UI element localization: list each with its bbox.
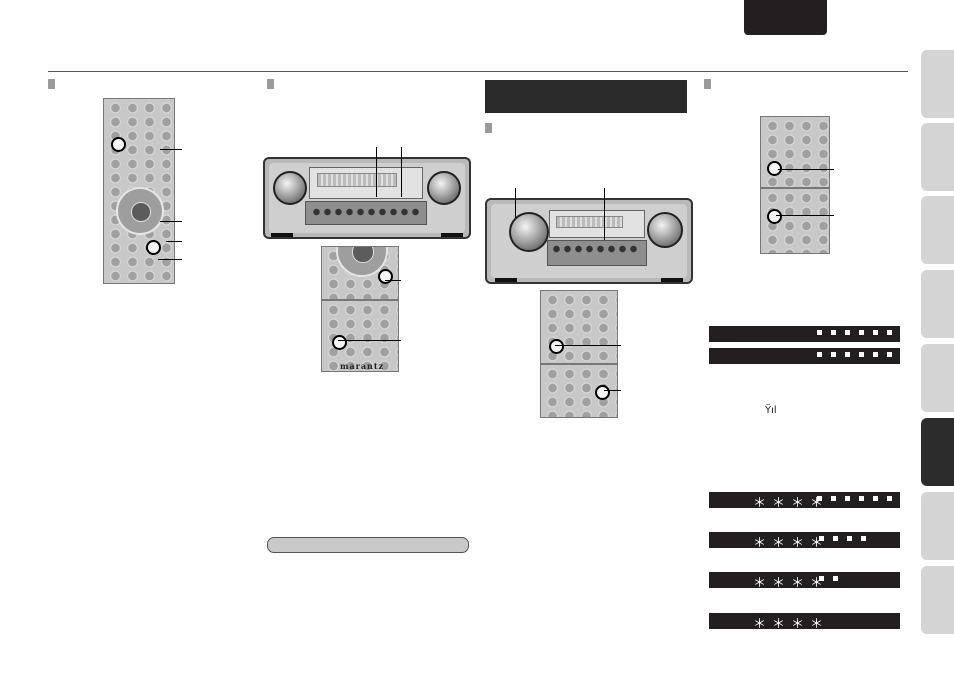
remote-control-illustration-5 — [540, 364, 618, 418]
chapter-tab[interactable] — [921, 418, 954, 486]
remote-control-illustration-2 — [321, 246, 399, 300]
display-segment — [859, 352, 864, 357]
brand-logo: marantz — [340, 361, 385, 371]
display-segments — [819, 536, 866, 541]
display-segments — [817, 330, 892, 335]
volume-knob-right — [427, 171, 461, 205]
callout-line — [160, 149, 182, 150]
section-marker-2 — [267, 79, 274, 89]
display-segments — [819, 576, 838, 581]
receiver-button-row — [311, 207, 419, 217]
display-segment — [887, 330, 892, 335]
remote-control-illustration-1 — [103, 98, 175, 284]
display-segment — [861, 536, 866, 541]
display-segment — [833, 576, 838, 581]
remote-highlight-stop-button — [595, 385, 610, 400]
chapter-tab[interactable] — [921, 270, 954, 338]
display-segment — [833, 536, 838, 541]
volume-knob-left — [509, 212, 549, 252]
signal-strength-icon: Ÿıl — [765, 405, 777, 416]
callout-line — [555, 345, 621, 346]
callout-line — [604, 188, 605, 240]
remote-highlight-button — [332, 335, 347, 350]
display-segment — [817, 352, 822, 357]
display-segment — [831, 330, 836, 335]
remote-control-illustration-7 — [760, 188, 830, 254]
display-segment — [847, 536, 852, 541]
receiver-display — [309, 167, 423, 199]
callout-line — [385, 280, 401, 281]
remote-highlight-button — [111, 137, 126, 152]
display-segment — [887, 352, 892, 357]
chapter-header-block — [744, 0, 827, 35]
chapter-tab[interactable] — [921, 50, 954, 118]
chapter-tab[interactable] — [921, 123, 954, 191]
display-bar-6: ＊＊＊＊ — [709, 613, 900, 632]
remote-highlight-button — [549, 339, 564, 354]
section-marker-4 — [704, 79, 711, 89]
callout-line — [376, 147, 377, 197]
chapter-tab[interactable] — [921, 566, 954, 634]
display-segment — [873, 352, 878, 357]
remote-dpad — [116, 187, 164, 235]
display-segments — [817, 352, 892, 357]
remote-highlight-button — [767, 161, 782, 176]
volume-knob-right — [647, 212, 683, 248]
display-segment — [845, 352, 850, 357]
section-banner — [485, 80, 687, 113]
callout-line — [158, 259, 182, 260]
display-segment — [873, 496, 878, 501]
callout-line — [166, 241, 182, 242]
display-bar-3: ＊＊＊＊ — [709, 492, 900, 511]
display-segments — [817, 496, 892, 501]
callout-line — [160, 221, 182, 222]
remote-highlight-button — [378, 269, 393, 284]
display-bar-4: ＊＊＊＊ — [709, 532, 900, 551]
display-bar-2 — [709, 348, 900, 364]
chapter-tab[interactable] — [921, 196, 954, 264]
display-segment — [819, 536, 824, 541]
display-segment — [845, 496, 850, 501]
callout-line — [776, 215, 834, 216]
display-bar-5: ＊＊＊＊ — [709, 572, 900, 591]
remote-highlight-button — [767, 209, 782, 224]
receiver-foot — [661, 278, 683, 282]
header-rule — [48, 71, 908, 72]
callout-line — [604, 390, 621, 391]
callout-line — [778, 169, 834, 170]
section-marker-1 — [48, 79, 55, 89]
display-segment — [831, 496, 836, 501]
display-segment — [845, 330, 850, 335]
receiver-foot — [495, 278, 517, 282]
receiver-front-panel-1 — [263, 157, 471, 239]
remote-control-illustration-6 — [760, 116, 830, 188]
display-segment — [859, 496, 864, 501]
remote-control-illustration-3: marantz — [321, 300, 399, 372]
chapter-tab[interactable] — [921, 344, 954, 412]
receiver-foot — [441, 233, 463, 237]
display-segment — [873, 330, 878, 335]
display-segment — [859, 330, 864, 335]
remote-control-illustration-4 — [540, 290, 618, 364]
chapter-tab[interactable] — [921, 492, 954, 560]
callout-line — [401, 147, 402, 197]
note-pill — [267, 537, 469, 553]
display-segment — [817, 330, 822, 335]
remote-highlight-play-button — [146, 240, 161, 255]
display-segment — [819, 576, 824, 581]
receiver-front-panel-2 — [485, 198, 693, 284]
receiver-button-row — [551, 244, 641, 254]
volume-knob-left — [273, 171, 307, 205]
receiver-display — [549, 210, 645, 238]
display-bar-1 — [709, 326, 900, 342]
display-segment — [887, 496, 892, 501]
section-marker-3 — [485, 123, 492, 133]
display-segment — [831, 352, 836, 357]
callout-line — [338, 340, 401, 341]
receiver-foot — [271, 233, 293, 237]
callout-line — [515, 188, 516, 218]
display-segment — [817, 496, 822, 501]
